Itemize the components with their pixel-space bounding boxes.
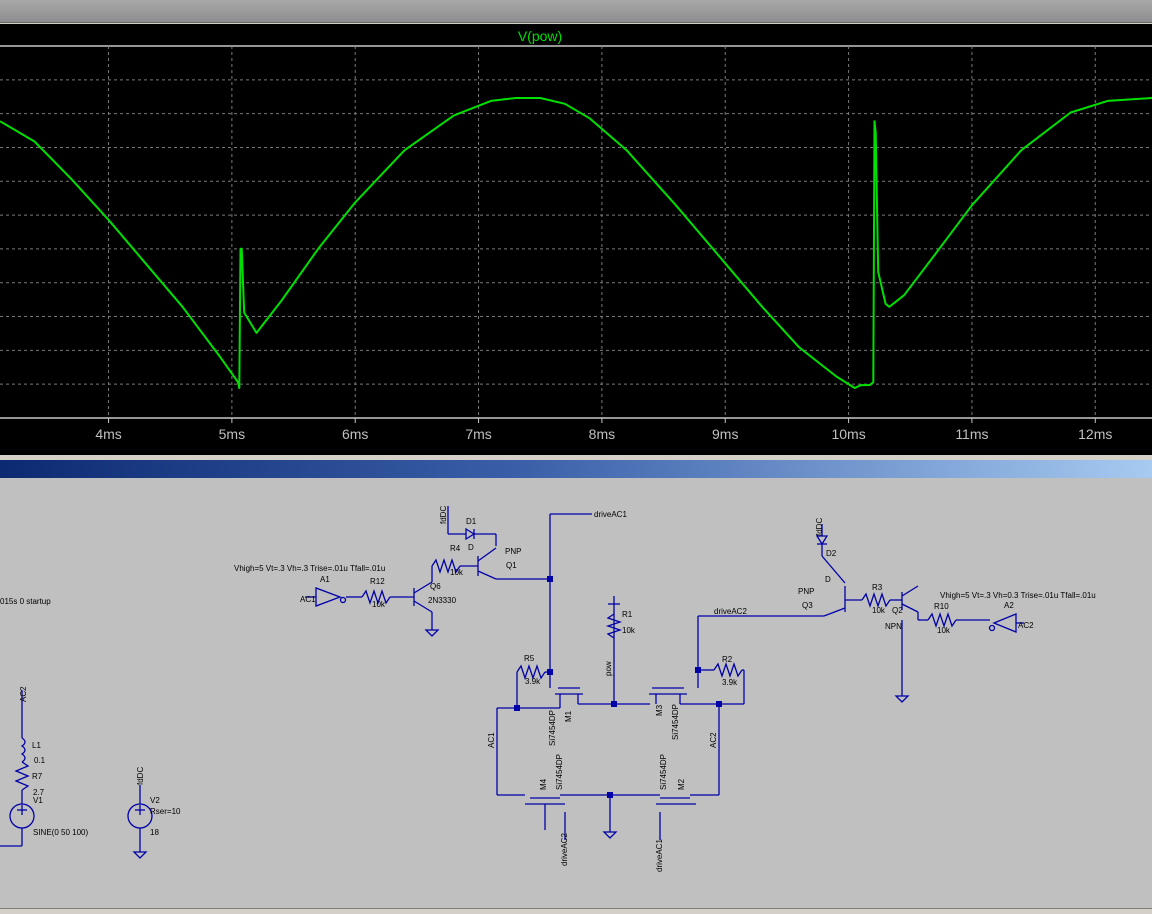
ac2-v1-label: AC2 (19, 686, 28, 702)
trace-vpow[interactable] (0, 97, 1152, 389)
l1-label: L1 (32, 741, 41, 750)
a2-driver-group[interactable] (815, 524, 1024, 703)
waveform-titlebar[interactable] (0, 0, 1152, 23)
m3-model: Si7454DP (671, 704, 680, 740)
v1-source-value: SINE(0 50 100) (33, 828, 88, 837)
fdc-v2-label: fdDC (136, 767, 145, 785)
q2-label: Q2 (892, 606, 903, 615)
waveform-window: 4ms 5ms 6ms 7ms 8ms 9ms 10ms 11ms 12ms V(pow) (0, 0, 1152, 455)
ac2-net-label: AC2 (709, 732, 718, 748)
schematic-area[interactable]: Vhigh=5 Vt=.3 Vh=.3 Trise=.01u Tfall=.01… (0, 478, 1152, 908)
m2-model: Si7454DP (659, 754, 668, 790)
driveac1-top-label: driveAC1 (594, 510, 627, 519)
a1-params: Vhigh=5 Vt=.3 Vh=.3 Trise=.01u Tfall=.01… (234, 564, 385, 573)
r3-value: 10k (872, 606, 886, 615)
r2-label: R2 (722, 655, 733, 664)
q3-label: Q3 (802, 601, 813, 610)
m4-model: Si7454DP (555, 754, 564, 790)
v2-rser: Rser=10 (150, 807, 181, 816)
m3-label: M3 (655, 704, 664, 716)
r2-value: 3.9k (722, 678, 738, 687)
v2-value: 18 (150, 828, 159, 837)
x-tick-label: 5ms (219, 426, 245, 442)
fdc-q3-label: fdDC (815, 518, 824, 536)
v2-source-group[interactable] (127, 785, 153, 859)
ac1-net-label: AC1 (487, 732, 496, 748)
plot-area[interactable]: 4ms 5ms 6ms 7ms 8ms 9ms 10ms 11ms 12ms V(pow) (0, 24, 1152, 455)
npn2-label: NPN (885, 622, 902, 631)
d1-label: D1 (466, 517, 477, 526)
r7-value: 2.7 (33, 788, 45, 797)
driveac2-bottom-label: driveAC2 (560, 833, 569, 866)
v1-label: V1 (33, 796, 43, 805)
waveform-plot[interactable]: 4ms 5ms 6ms 7ms 8ms 9ms 10ms 11ms 12ms V(pow) (0, 24, 1152, 455)
r4-label: R4 (450, 544, 461, 553)
fdc-q1-label: fdDC (439, 506, 448, 524)
q6-label: Q6 (430, 582, 441, 591)
r1-label: R1 (622, 610, 633, 619)
m2-label: M2 (677, 778, 686, 790)
schematic-titlebar[interactable] (0, 460, 1152, 478)
m4-label: M4 (539, 778, 548, 790)
m1-model: Si7454DP (548, 710, 557, 746)
x-tick-label: 9ms (712, 426, 738, 442)
q1-label: Q1 (506, 561, 517, 570)
v1-source-group[interactable] (0, 690, 35, 847)
bottom-bar (0, 908, 1152, 914)
trace-label[interactable]: V(pow) (518, 28, 562, 44)
h-bridge-group[interactable] (496, 596, 824, 840)
d2-label: D2 (826, 549, 837, 558)
r4-value: 10k (450, 568, 464, 577)
ac2-output-label: AC2 (1018, 621, 1034, 630)
x-tick-label: 11ms (955, 426, 988, 442)
d2-model: D (825, 575, 831, 584)
x-tick-label: 7ms (465, 426, 491, 442)
pane-splitter[interactable] (0, 455, 1152, 460)
x-tick-label: 6ms (342, 426, 368, 442)
a2-label: A2 (1004, 601, 1014, 610)
a2-params: Vhigh=5 Vt=.3 Vh=0.3 Trise=.01u Tfall=.0… (940, 591, 1096, 600)
r7-label: R7 (32, 772, 43, 781)
a1-label: A1 (320, 575, 330, 584)
schematic-canvas[interactable]: Vhigh=5 Vt=.3 Vh=.3 Trise=.01u Tfall=.01… (0, 478, 1152, 908)
pnp1-label: PNP (505, 547, 521, 556)
a1-driver-group[interactable] (305, 506, 592, 672)
r10-value: 10k (937, 626, 951, 635)
pow-net-label: pow (604, 661, 613, 676)
driveac1-bottom-label: driveAC1 (655, 839, 664, 872)
m1-label: M1 (564, 710, 573, 722)
r1-value: 10k (622, 626, 636, 635)
pnp3-label: PNP (798, 587, 814, 596)
v2-label: V2 (150, 796, 160, 805)
r12-label: R12 (370, 577, 385, 586)
r5-value: 3.9k (525, 677, 541, 686)
r3-label: R3 (872, 583, 883, 592)
l1-value: 0.1 (34, 756, 46, 765)
x-tick-label: 8ms (589, 426, 615, 442)
driveac2-top-label: driveAC2 (714, 607, 747, 616)
r12-value: 10k (372, 600, 386, 609)
x-tick-label: 12ms (1078, 426, 1112, 442)
r10-label: R10 (934, 602, 949, 611)
x-tick-label: 4ms (95, 426, 121, 442)
tran-directive[interactable]: 015s 0 startup (0, 597, 51, 606)
r5-label: R5 (524, 654, 535, 663)
x-tick-label: 10ms (831, 426, 865, 442)
d1-model: D (468, 543, 474, 552)
ac1-input-label: AC1 (300, 595, 316, 604)
q6-model: 2N3330 (428, 596, 457, 605)
